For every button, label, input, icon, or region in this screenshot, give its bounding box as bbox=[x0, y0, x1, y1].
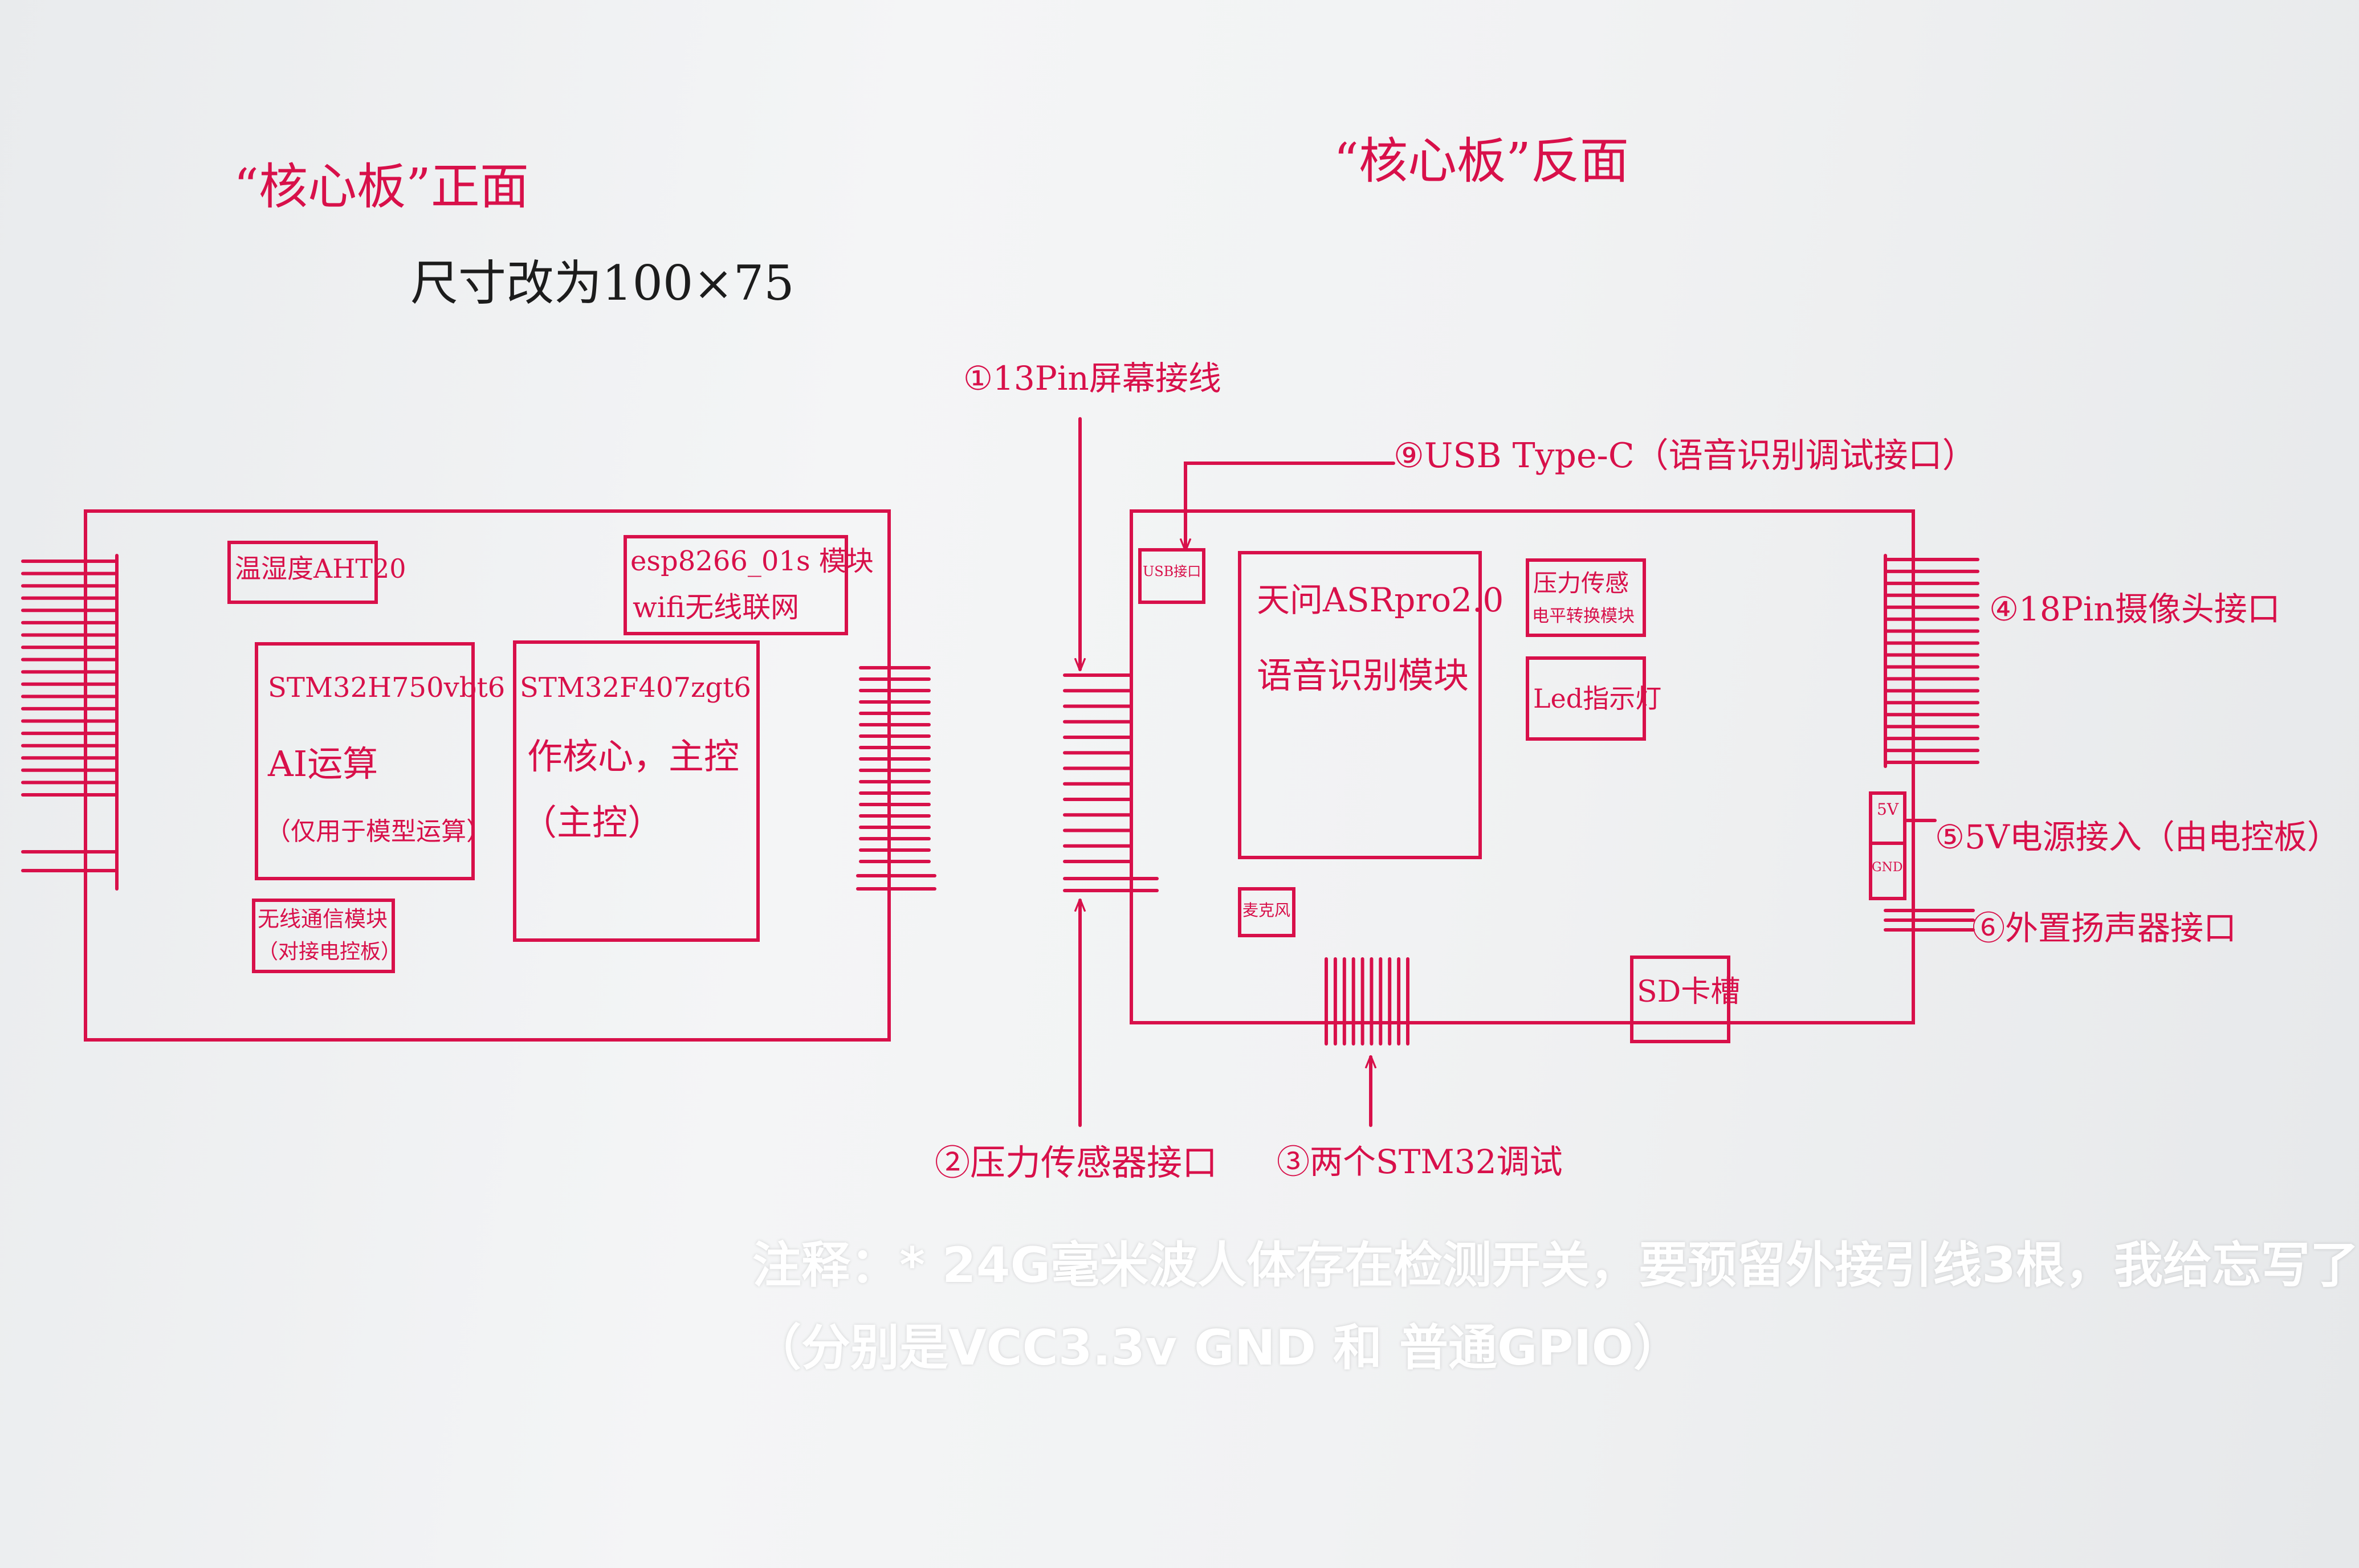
esp8266-label-2: wifi无线联网 bbox=[633, 591, 800, 624]
usb-box-label: USB接口 bbox=[1143, 564, 1201, 579]
callout-9-usb: ⑨USB Type-C（语音识别调试接口） bbox=[1394, 436, 1977, 476]
stm32h750-label-3: （仅用于模型运算） bbox=[266, 817, 491, 846]
callout-5-power: ⑤5V电源接入（由电控板） bbox=[1935, 818, 2340, 856]
stm32h750-label-1: STM32H750vbt6 bbox=[268, 672, 506, 704]
pressure-level-label-1: 压力传感 bbox=[1533, 569, 1629, 597]
note-line-2: （分别是VCC3.3v GND 和 普通GPIO） bbox=[752, 1320, 1682, 1377]
pin-gnd-label: GND bbox=[1872, 860, 1903, 875]
back-speaker-pins bbox=[1884, 909, 1975, 932]
callout-3-debug: ③两个STM32调试 bbox=[1277, 1142, 1563, 1181]
callout-6-speaker: ⑥外置扬声器接口 bbox=[1972, 909, 2237, 948]
mic-label: 麦克风 bbox=[1242, 901, 1291, 920]
stm32f407-label-1: STM32F407zgt6 bbox=[520, 672, 751, 704]
pressure-level-box bbox=[1526, 558, 1646, 637]
asr-pro-label-1: 天问ASRpro2.0 bbox=[1257, 581, 1504, 619]
wireless-label-2: （对接电控板） bbox=[258, 940, 402, 963]
front-right-small-pins bbox=[856, 874, 936, 891]
callout-2-pressure: ②压力传感器接口 bbox=[935, 1142, 1218, 1183]
esp8266-label-1: esp8266_01s 模块 bbox=[630, 545, 874, 577]
wireless-module-box bbox=[252, 899, 395, 973]
back-screen-pins bbox=[1063, 673, 1132, 863]
note-line-1: 注释：* 24G毫米波人体存在检测开关，要预留外接引线3根，我给忘写了 bbox=[752, 1237, 2359, 1294]
front-left-small-pins bbox=[21, 850, 119, 872]
callout-4-camera: ④18Pin摄像头接口 bbox=[1989, 590, 2280, 628]
back-title: “核心板”反面 bbox=[1334, 133, 1629, 190]
back-pressure-pins bbox=[1063, 877, 1159, 892]
front-board-outline bbox=[84, 509, 891, 1042]
diagram-canvas bbox=[21, 417, 1979, 1127]
front-left-header-pins bbox=[21, 554, 119, 891]
back-board-outline bbox=[1130, 509, 1915, 1024]
front-right-header-pins bbox=[859, 666, 931, 863]
size-note: 尺寸改为100×75 bbox=[410, 255, 795, 311]
led-box bbox=[1526, 656, 1646, 741]
stm32h750-box bbox=[255, 642, 475, 880]
stm32f407-label-3: （主控） bbox=[521, 802, 663, 843]
back-debug-pins bbox=[1325, 957, 1409, 1046]
pressure-level-label-2: 电平转换模块 bbox=[1532, 606, 1635, 626]
pin-5v-label: 5V bbox=[1877, 800, 1899, 819]
asr-pro-label-2: 语音识别模块 bbox=[1257, 655, 1469, 696]
power-pin-box bbox=[1869, 791, 1906, 900]
asr-pro-box bbox=[1238, 551, 1482, 859]
stm32h750-label-2: AI运算 bbox=[268, 743, 378, 785]
stm32f407-label-2: 作核心，主控 bbox=[527, 736, 740, 777]
usb-box bbox=[1138, 548, 1205, 604]
aht20-box bbox=[227, 541, 378, 604]
back-camera-pins bbox=[1884, 554, 1979, 768]
callout-1-screen: ①13Pin屏幕接线 bbox=[963, 359, 1221, 398]
aht20-label: 温湿度AHT20 bbox=[235, 553, 406, 584]
wireless-label-1: 无线通信模块 bbox=[258, 906, 388, 932]
mic-box bbox=[1238, 887, 1295, 937]
sd-slot-box bbox=[1630, 956, 1730, 1043]
esp8266-box bbox=[624, 535, 848, 635]
stm32f407-box bbox=[513, 640, 760, 942]
led-label: Led指示灯 bbox=[1533, 683, 1662, 714]
front-title: “核心板”正面 bbox=[234, 158, 529, 215]
sd-slot-label: SD卡槽 bbox=[1637, 975, 1741, 1009]
callout-arrow-usb bbox=[1185, 462, 1395, 552]
